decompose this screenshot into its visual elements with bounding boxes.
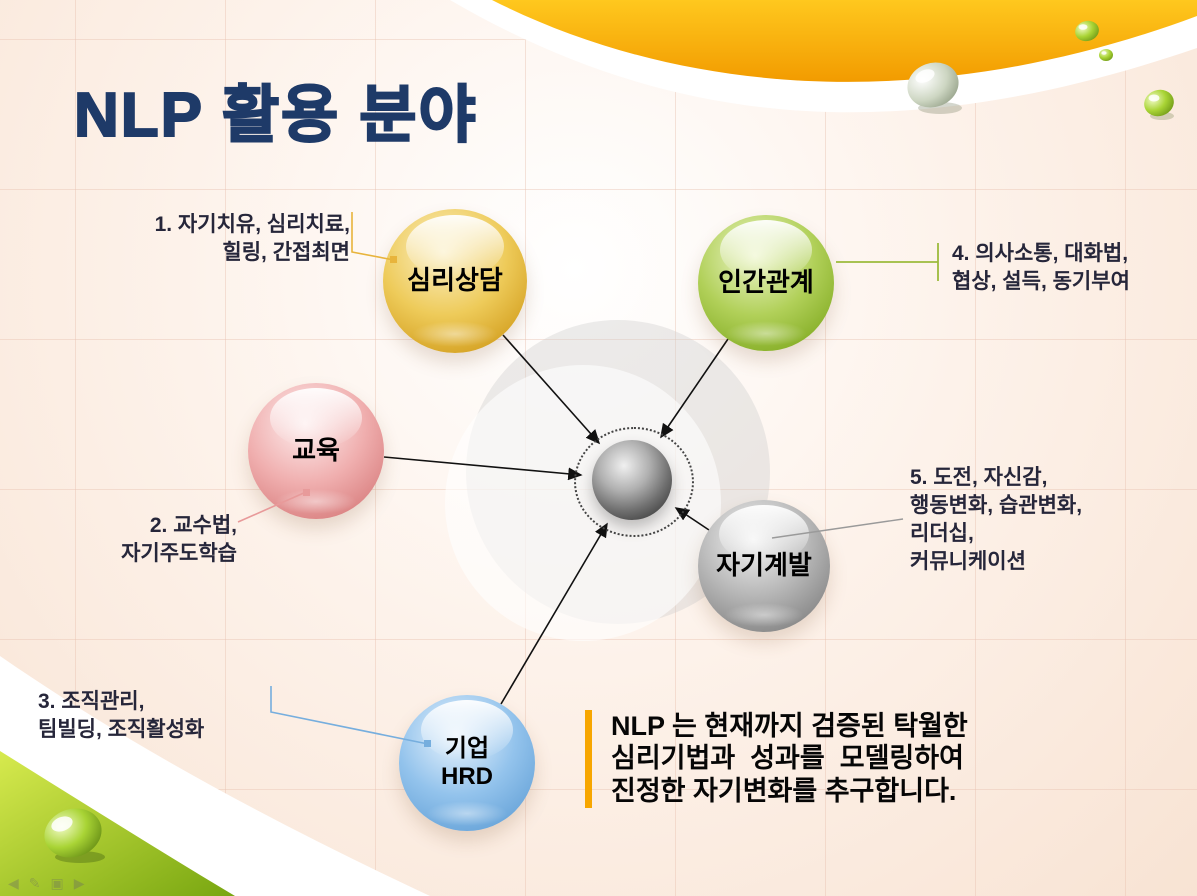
annotation-line: 커뮤니케이션 (910, 550, 1026, 574)
node-self-development-label: 자기계발 (716, 550, 812, 581)
annotation-relations: 4. 의사소통, 대화법, 협상, 설득, 동기부여 (952, 240, 1197, 296)
statement-line: NLP 는 현재까지 검증된 탁월한 (611, 711, 968, 741)
node-education: 교육 (248, 383, 384, 519)
annotation-line: 리더십, (910, 522, 974, 546)
annotation-line: 3. 조직관리, (38, 690, 145, 713)
water-droplet-icon (1144, 89, 1174, 120)
annotation-line: 팀빌딩, 조직활성화 (38, 718, 205, 742)
water-droplet-icon (44, 808, 105, 863)
annotation-education: 2. 교수법, 자기주도학습 (55, 512, 237, 568)
statement-line: 심리기법과 성과를 모델링하여 (611, 743, 964, 774)
annotation-line: 자기주도학습 (121, 542, 237, 566)
statement-block: NLP 는 현재까지 검증된 탁월한 심리기법과 성과를 모델링하여 진정한 자… (585, 710, 968, 808)
annotation-self-development: 5. 도전, 자신감, 행동변화, 습관변화, 리더십, 커뮤니케이션 (910, 464, 1170, 577)
prev-arrow-icon[interactable]: ◀ (8, 875, 19, 891)
hub-sphere (592, 440, 672, 520)
annotation-line: 힐링, 간접최면 (222, 241, 350, 265)
node-relations-label: 인간관계 (718, 267, 814, 298)
annotation-line: 행동변화, 습관변화, (910, 494, 1083, 518)
water-droplet-icon (1075, 20, 1113, 61)
annotation-line: 5. 도전, 자신감, (910, 466, 1048, 489)
bottom-left-swoosh (0, 656, 430, 896)
slideshow-toolbar: ◀ ✎ ▣ ▶ (8, 875, 85, 892)
page-title: NLP 활용 분야 (73, 80, 478, 151)
node-self-development: 자기계발 (698, 500, 830, 632)
statement-accent-bar (585, 710, 592, 808)
water-droplet-icon (907, 62, 962, 114)
node-hrd-label-line1: 기업 (444, 735, 490, 763)
node-hrd-label-line2: HRD (441, 763, 493, 790)
node-counseling: 심리상담 (383, 209, 527, 353)
annotation-hrd: 3. 조직관리, 팀빌딩, 조직활성화 (38, 688, 278, 744)
annotation-line: 4. 의사소통, 대화법, (952, 242, 1129, 265)
node-education-label: 교육 (292, 435, 340, 466)
annotation-line: 1. 자기치유, 심리치료, (154, 213, 350, 236)
annotation-counseling: 1. 자기치유, 심리치료, 힐링, 간접최면 (90, 211, 350, 267)
statement-text: NLP 는 현재까지 검증된 탁월한 심리기법과 성과를 모델링하여 진정한 자… (611, 710, 968, 807)
annotation-line: 2. 교수법, (149, 514, 237, 537)
pen-icon[interactable]: ✎ (28, 875, 41, 891)
annotation-line: 협상, 설득, 동기부여 (952, 270, 1130, 294)
statement-line: 진정한 자기변화를 추구합니다. (611, 775, 957, 806)
node-hrd: 기업 HRD (399, 695, 535, 831)
next-arrow-icon[interactable]: ▶ (73, 875, 85, 891)
node-counseling-label: 심리상담 (407, 265, 503, 296)
node-relations: 인간관계 (698, 215, 834, 351)
slides-icon[interactable]: ▣ (50, 875, 64, 891)
